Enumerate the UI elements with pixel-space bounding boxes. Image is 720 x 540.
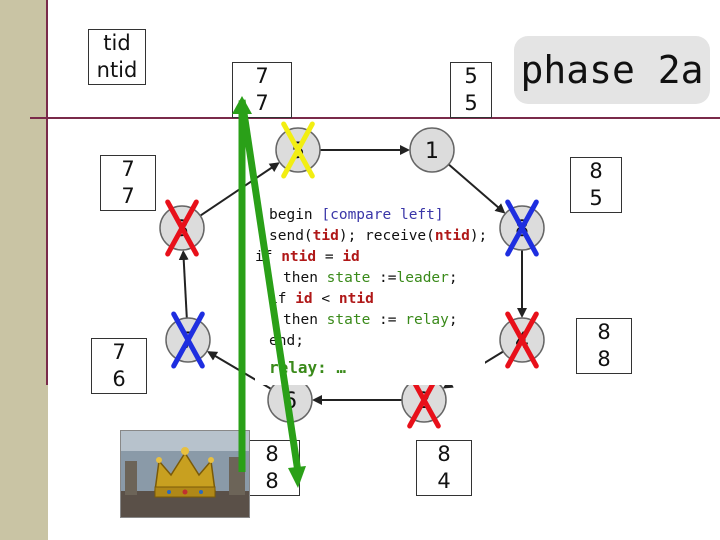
eliminated-cross-mark xyxy=(505,199,539,257)
code-line-5: if id < ntid xyxy=(269,291,374,307)
top-rule xyxy=(30,117,720,119)
code-line-8: relay: … xyxy=(269,358,347,377)
crown-photo xyxy=(120,430,250,518)
code-line-7: end; xyxy=(269,333,304,349)
ring-node-1 xyxy=(409,127,455,173)
side-rule xyxy=(46,0,48,385)
code-line-1: begin [compare left] xyxy=(269,207,444,223)
slide-title: phase 2a xyxy=(514,36,710,104)
code-block: begin [compare left] send(tid); receive(… xyxy=(255,203,488,385)
ring-node-id-label: 6 xyxy=(283,389,297,414)
code-line-4: then state :=leader; xyxy=(283,270,458,286)
side-strip xyxy=(0,0,48,540)
code-line-6: then state := relay; xyxy=(283,312,458,328)
ring-edge-arrow xyxy=(447,163,506,214)
legend-box: tid ntid xyxy=(88,29,146,85)
code-line-2: send(tid); receive(ntid); xyxy=(269,228,488,244)
code-line-3: if ntid = id xyxy=(255,249,360,265)
eliminated-cross-mark xyxy=(505,311,539,369)
legend-ntid-label: ntid xyxy=(96,58,138,82)
ring-edge-arrow xyxy=(178,249,189,319)
eliminated-cross-mark xyxy=(171,311,205,369)
eliminated-cross-mark xyxy=(165,199,199,257)
ring-node-id-label: 1 xyxy=(425,139,439,164)
legend-tid-label: tid xyxy=(103,31,131,55)
